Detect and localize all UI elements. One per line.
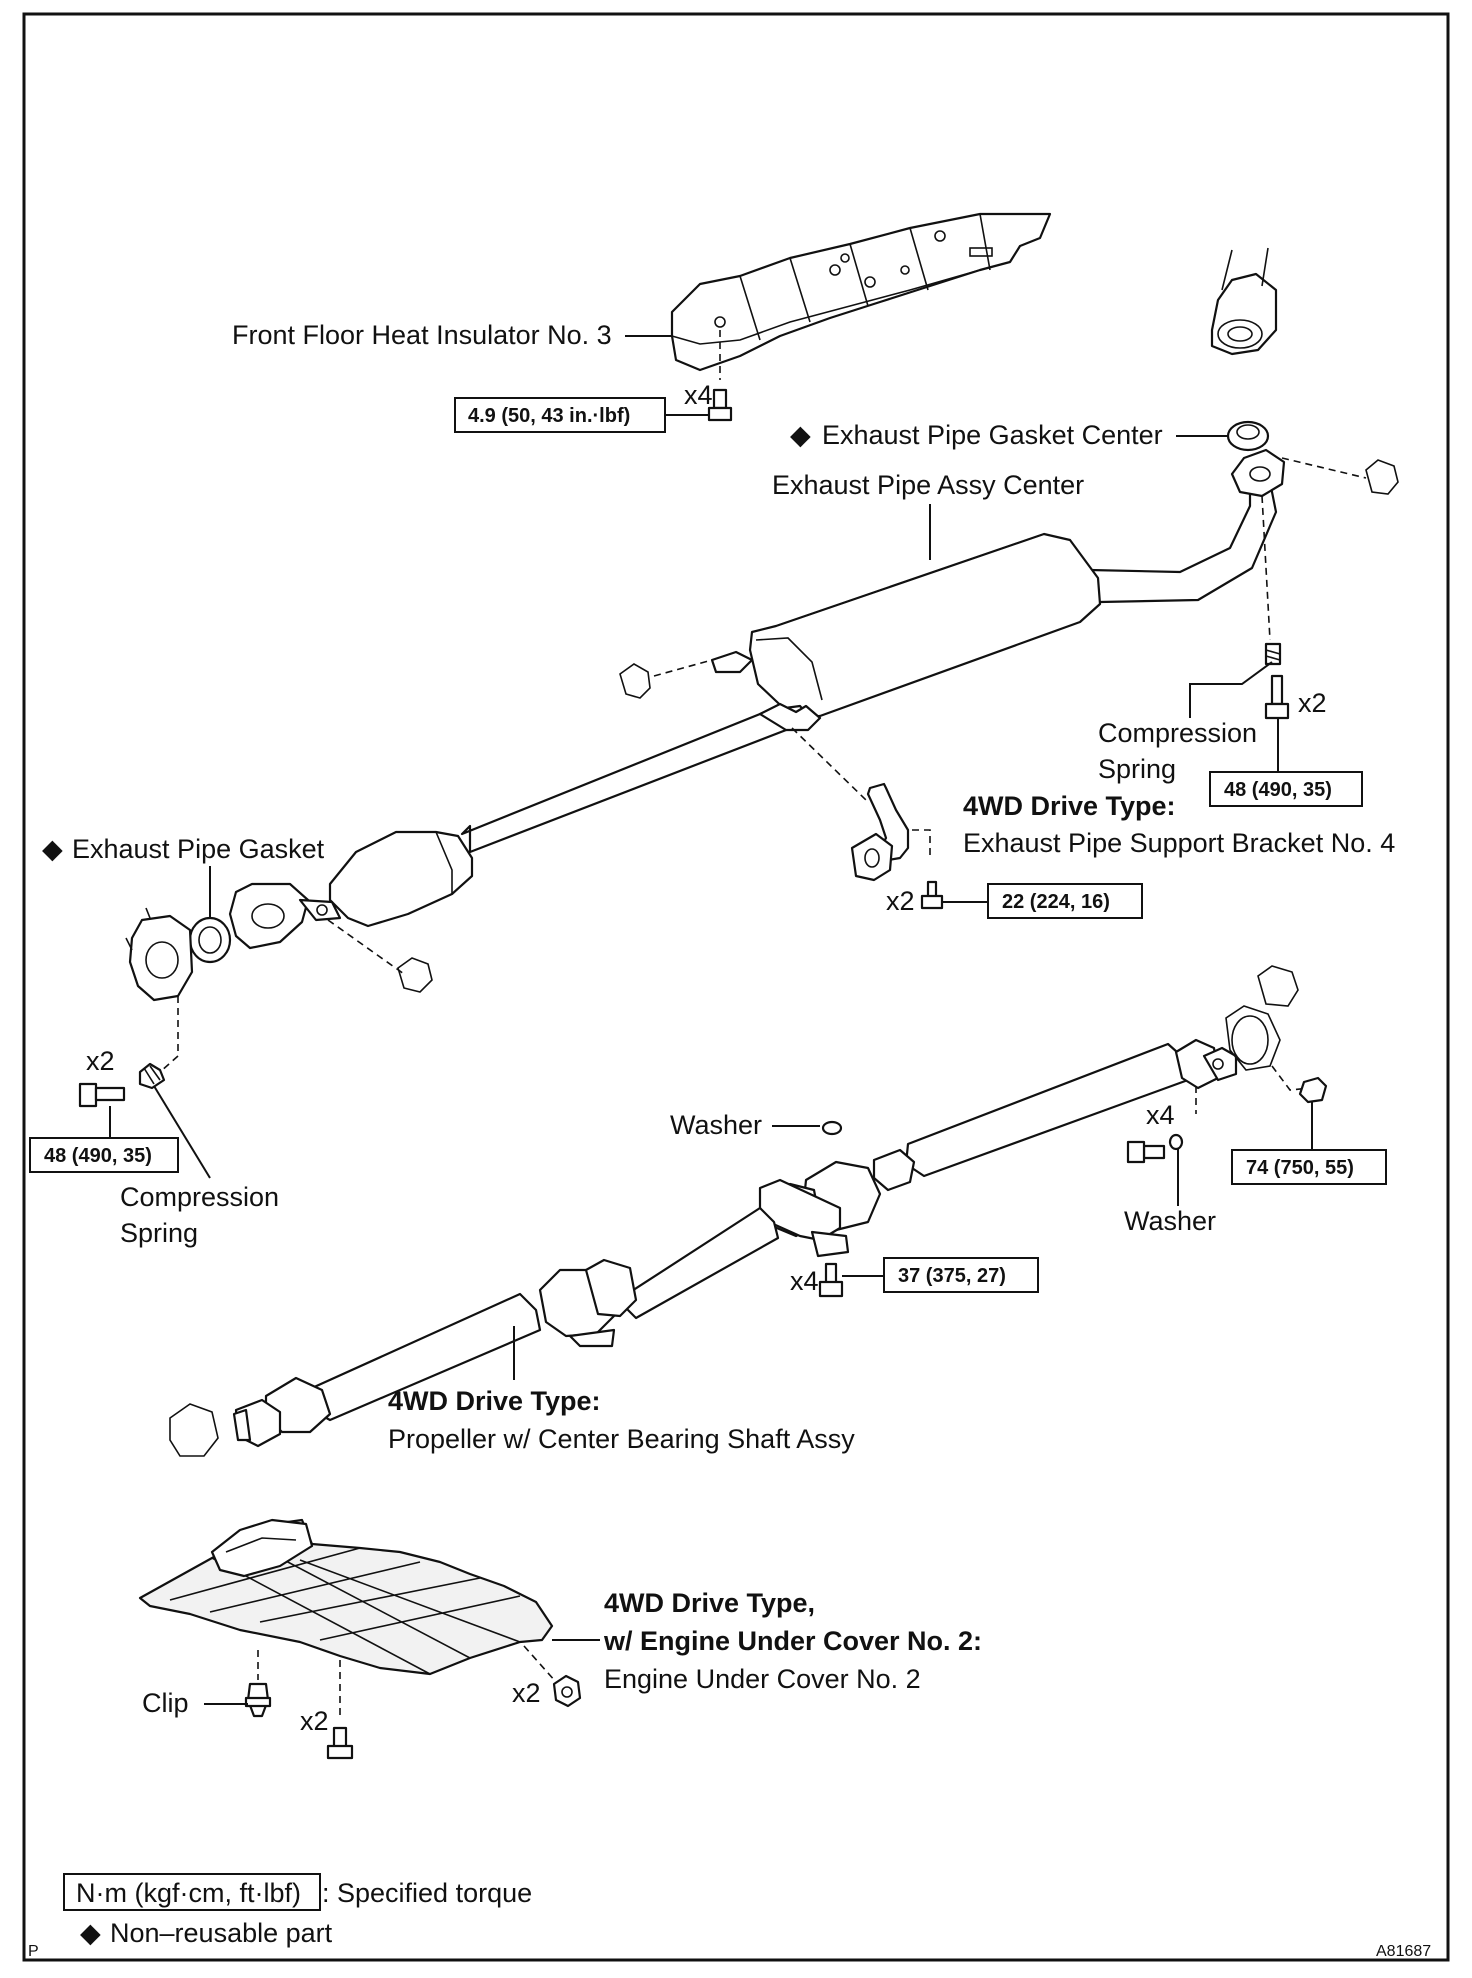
diamond-icon-front: ◆ (42, 834, 63, 864)
qty-x2-under-cover-right: x2 (512, 1678, 541, 1708)
qty-x2-front-flange: x2 (86, 1046, 115, 1076)
corner-mark-right: A81687 (1376, 1943, 1431, 1960)
torque-insulator-bolt: 4.9 (50, 43 in.·lbf) (468, 405, 630, 427)
label-compression-spring-line2-front: Spring (120, 1218, 198, 1248)
diagram-frame (22, 12, 1450, 1962)
rear-flange-nut (1298, 1076, 1328, 1104)
qty-x2-under-cover-left: x2 (300, 1706, 329, 1736)
label-exhaust-pipe-assy-center: Exhaust Pipe Assy Center (772, 470, 1084, 500)
insulator-bolt (707, 330, 733, 422)
under-cover-bolts-left (326, 1660, 354, 1760)
torque-center-bearing-bolt: 37 (375, 27) (898, 1265, 1006, 1287)
label-front-floor-heat-insulator: Front Floor Heat Insulator No. 3 (232, 320, 612, 350)
rear-hanger-mount (1281, 457, 1399, 495)
torque-rear-flange-nut: 74 (750, 55) (1246, 1157, 1354, 1179)
rear-flange-bolts (1126, 1086, 1197, 1164)
label-washer-rear: Washer (1124, 1206, 1216, 1236)
propeller-mounts (169, 965, 1311, 1457)
label-exhaust-pipe-gasket: Exhaust Pipe Gasket (72, 834, 325, 864)
front-flange-bolts (78, 996, 179, 1108)
front-floor-heat-insulator (670, 212, 1052, 372)
label-4wd-drive-type-propeller: 4WD Drive Type: (388, 1386, 601, 1416)
qty-x2-center-flange: x2 (1298, 688, 1327, 718)
qty-x4-insulator: x4 (684, 380, 713, 410)
exhaust-pipe-support-bracket (791, 727, 944, 910)
engine-under-cover (138, 1518, 554, 1676)
torque-bracket-bolt: 22 (224, 16) (1002, 891, 1110, 913)
label-compression-spring-line1-front: Compression (120, 1182, 279, 1212)
torque-front-flange-bolt: 48 (490, 35) (44, 1145, 152, 1167)
label-propeller-shaft: Propeller w/ Center Bearing Shaft Assy (388, 1424, 855, 1454)
center-flange-bolts (1261, 495, 1290, 720)
label-under-cover-condition-line2: w/ Engine Under Cover No. 2: (603, 1626, 982, 1656)
label-washer-center: Washer (670, 1110, 762, 1140)
front-manifold-flange (125, 907, 194, 1002)
gasket-center (1226, 420, 1270, 452)
label-compression-spring-line1-center: Compression (1098, 718, 1257, 748)
under-cover-bolts-right (523, 1645, 582, 1708)
label-4wd-drive-type-bracket: 4WD Drive Type: (963, 791, 1176, 821)
label-support-bracket: Exhaust Pipe Support Bracket No. 4 (963, 828, 1395, 858)
washer-center (821, 1120, 843, 1136)
torque-center-flange-bolt: 48 (490, 35) (1224, 779, 1332, 801)
qty-x4-rear-flange: x4 (1146, 1100, 1175, 1130)
label-engine-under-cover: Engine Under Cover No. 2 (604, 1664, 921, 1694)
corner-mark-left: P (28, 1943, 39, 1960)
exhaust-pipe-gasket (188, 916, 232, 964)
legend-non-reusable: Non–reusable part (110, 1918, 333, 1948)
under-cover-clip (244, 1650, 272, 1718)
label-exhaust-pipe-gasket-center: Exhaust Pipe Gasket Center (822, 420, 1163, 450)
qty-x4-center-bearing: x4 (790, 1266, 819, 1296)
legend-torque-unit: N·m (kgf·cm, ft·lbf) (76, 1878, 301, 1908)
label-compression-spring-line2-center: Spring (1098, 754, 1176, 784)
center-bearing-bolts (818, 1262, 844, 1298)
label-under-cover-condition-line1: 4WD Drive Type, (604, 1588, 815, 1618)
diamond-icon: ◆ (790, 420, 811, 450)
muffler-hanger-mount (619, 659, 713, 699)
front-pipe-hanger-mount (327, 919, 433, 993)
exhaust-pipe-assy-center (228, 448, 1286, 950)
legend-diamond-icon: ◆ (80, 1918, 101, 1948)
qty-x2-bracket: x2 (886, 886, 915, 916)
propeller-shaft-assy (232, 1038, 1238, 1448)
label-clip: Clip (142, 1688, 189, 1718)
legend-torque-desc: : Specified torque (322, 1878, 532, 1908)
upstream-pipe-flange (1210, 247, 1278, 356)
